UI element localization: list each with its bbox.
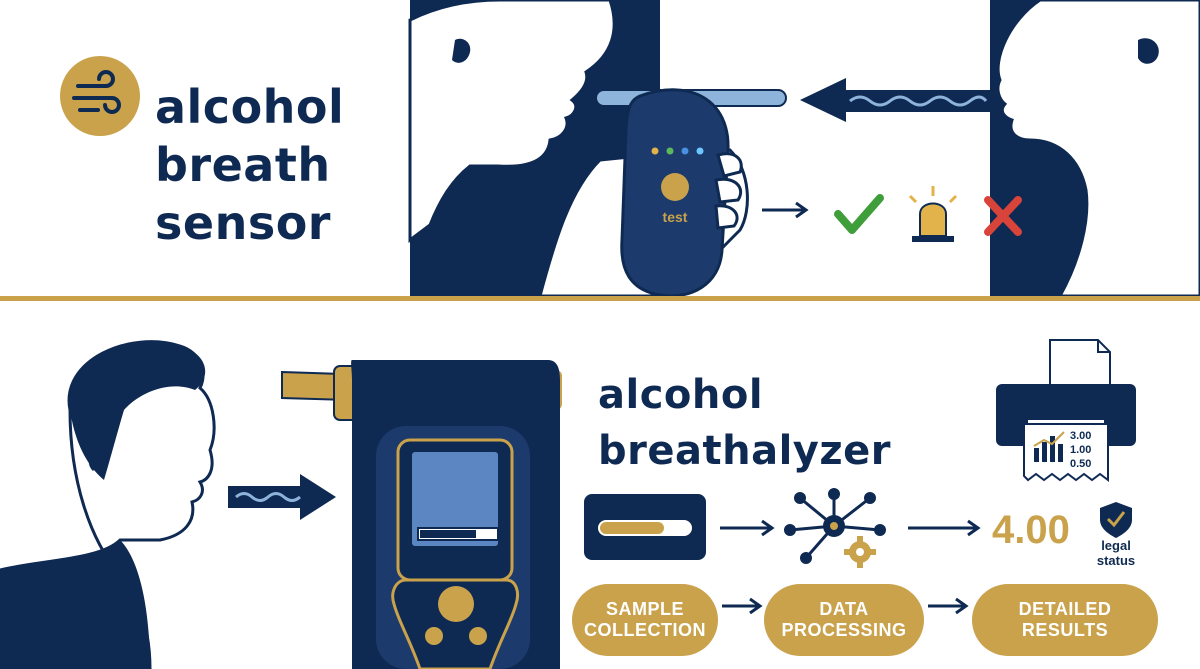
step-pill-label: SAMPLE xyxy=(605,599,684,619)
gear-icon xyxy=(844,536,876,568)
device-side-button[interactable] xyxy=(425,627,443,645)
step-arrows-bottom xyxy=(722,597,969,615)
step-pill-label: DATA xyxy=(819,599,869,619)
indicator-led xyxy=(696,147,704,155)
sample-cartridge-icon xyxy=(584,494,706,560)
legal-status-label: legal xyxy=(1101,538,1131,553)
step-pill-sample-collection: SAMPLE COLLECTION xyxy=(572,584,718,656)
receipt-value: 0.50 xyxy=(1070,458,1091,470)
top-panel: test xyxy=(60,0,1200,298)
person-right-top xyxy=(990,0,1200,298)
gold-divider xyxy=(0,296,1200,301)
step-pill-detailed-results: DETAILED RESULTS xyxy=(972,584,1158,656)
legal-status-label: status xyxy=(1097,553,1135,568)
bottom-panel: 3.00 1.00 0.50 xyxy=(0,339,1136,669)
step-arrows-top xyxy=(720,519,981,537)
test-button[interactable] xyxy=(661,173,689,201)
test-button-label: test xyxy=(663,209,688,225)
receipt-value: 3.00 xyxy=(1070,430,1091,442)
receipt-value: 1.00 xyxy=(1070,444,1091,456)
indicator-led xyxy=(681,147,689,155)
step-pill-label: PROCESSING xyxy=(781,620,907,640)
pass-check-icon xyxy=(834,194,884,234)
breath-wind-icon xyxy=(60,56,140,136)
breath-arrow-right xyxy=(228,474,336,520)
receipt xyxy=(1023,423,1109,482)
step-pill-data-processing: DATA PROCESSING xyxy=(764,584,924,656)
person-bottom-left xyxy=(0,340,216,669)
device-screen xyxy=(412,452,498,546)
indicator-led xyxy=(666,147,674,155)
shield-check-icon xyxy=(1100,502,1132,538)
breathalyzer-title: alcohol breathalyzer xyxy=(598,367,891,479)
person-left-top xyxy=(408,0,660,296)
step-pill-label: RESULTS xyxy=(1021,620,1109,640)
alcohol-reading-value: 4.00 xyxy=(992,508,1070,552)
data-processing-network-icon xyxy=(784,488,886,568)
device-side-button[interactable] xyxy=(469,627,487,645)
breathalyzer-title-line: breathalyzer xyxy=(598,428,891,474)
sensor-title: alcohol breath sensor xyxy=(155,78,344,252)
breath-arrow-left xyxy=(800,78,990,122)
breathalyzer-device xyxy=(281,360,562,669)
sensor-title-line: alcohol xyxy=(155,80,345,134)
device-main-button[interactable] xyxy=(438,586,474,622)
warning-beacon-icon xyxy=(908,186,958,242)
handheld-breath-sensor: test xyxy=(595,88,787,298)
step-pill-label: COLLECTION xyxy=(584,620,706,640)
step-pill-label: DETAILED xyxy=(1018,599,1112,619)
indicator-led xyxy=(651,147,659,155)
sensor-title-line: breath xyxy=(155,138,331,192)
breathalyzer-title-line: alcohol xyxy=(598,372,764,418)
printer-icon: 3.00 1.00 0.50 xyxy=(996,339,1136,482)
sensor-title-line: sensor xyxy=(155,196,331,250)
outcome-flow xyxy=(762,186,1022,242)
fail-cross-icon xyxy=(984,196,1022,236)
